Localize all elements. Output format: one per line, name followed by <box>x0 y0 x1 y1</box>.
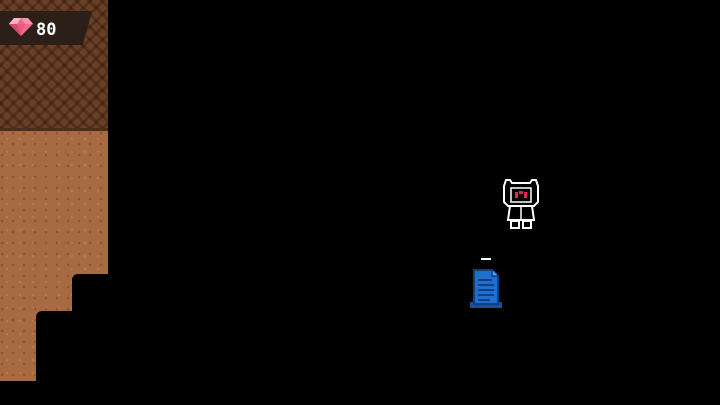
void-step <box>0 381 120 405</box>
gem-count: 80 <box>36 20 57 40</box>
player-character[interactable] <box>500 176 542 234</box>
ground-ledge-edge <box>0 128 108 131</box>
document-note-icon[interactable] <box>468 266 504 310</box>
gem-icon <box>9 18 33 36</box>
interaction-marker <box>481 258 491 260</box>
